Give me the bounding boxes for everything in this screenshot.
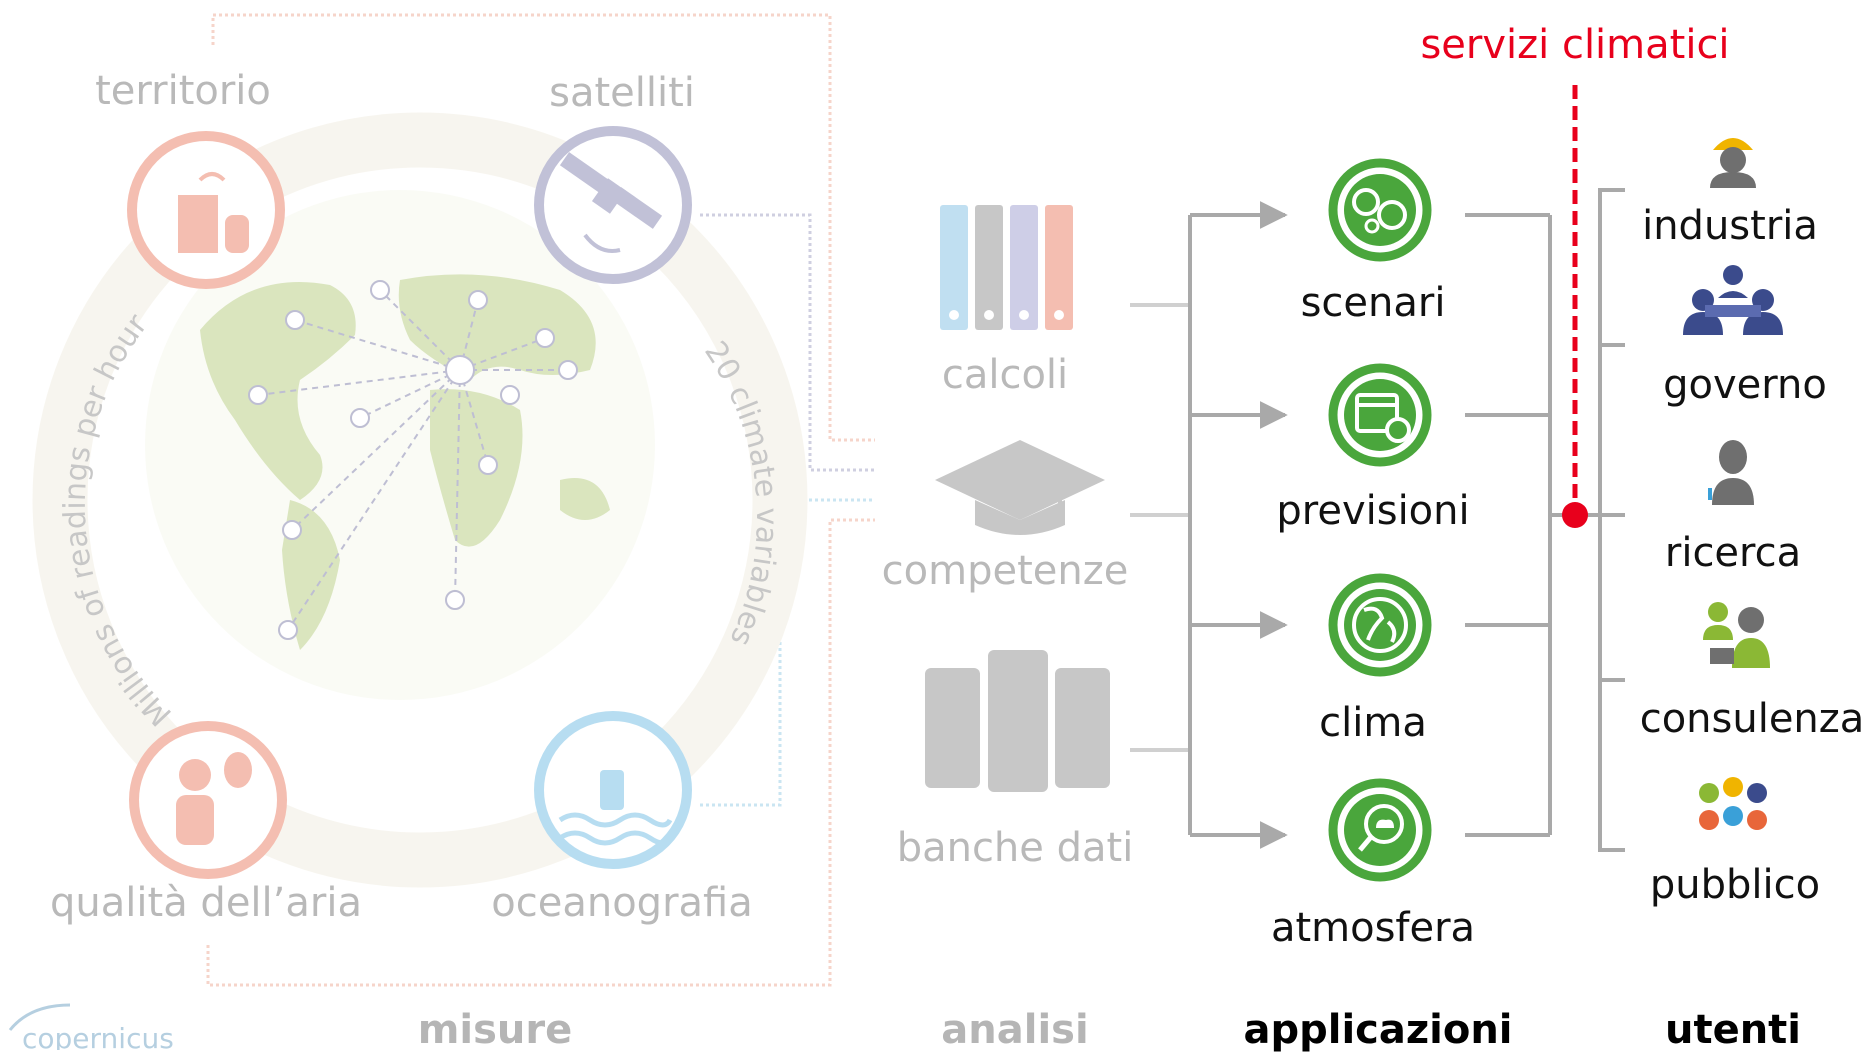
label-computations: calcoli — [941, 352, 1069, 398]
label-climate: clima — [1319, 700, 1427, 746]
forecast-calendar-icon — [1328, 363, 1432, 467]
measures-frame-sat — [700, 213, 875, 472]
oceanography-icon — [534, 711, 692, 869]
graduation-cap-icon — [935, 440, 1105, 535]
label-expertise: competenze — [881, 548, 1129, 594]
label-public: pubblico — [1649, 862, 1821, 908]
public-dots-icon — [1699, 777, 1767, 830]
industry-worker-icon — [1710, 138, 1756, 188]
atmosphere-magnifier-icon — [1328, 778, 1432, 882]
label-industry: industria — [1642, 203, 1818, 249]
copernicus-logo: copernicus — [8, 1003, 174, 1050]
analysis-icons — [925, 205, 1110, 792]
label-scenarios: scenari — [1300, 280, 1446, 326]
climate-services-title: servizi climatici — [1420, 22, 1730, 68]
consulting-people-icon — [1703, 602, 1770, 668]
column-header-applications: applicazioni — [1243, 1007, 1513, 1053]
measures-panel: Millions of readings per hour 20 climate… — [8, 13, 875, 1050]
label-air-quality: qualità dell’aria — [50, 880, 362, 926]
column-header-measures: misure — [417, 1007, 573, 1053]
column-header-analysis: analisi — [941, 1007, 1089, 1053]
label-government: governo — [1663, 362, 1827, 408]
server-icon — [925, 650, 1110, 792]
label-research: ricerca — [1664, 530, 1802, 576]
label-databases: banche dati — [896, 825, 1134, 871]
measures-frame-top — [211, 13, 875, 442]
climate-globe-icon — [1328, 573, 1432, 677]
satellite-icon — [534, 126, 692, 284]
label-oceanography: oceanografia — [491, 880, 753, 926]
measures-frame-bottom — [206, 518, 875, 987]
measures-frame-ocean — [700, 498, 875, 807]
svg-text:copernicus: copernicus — [22, 1022, 174, 1050]
air-quality-icon — [129, 721, 287, 879]
government-meeting-icon — [1683, 265, 1783, 335]
label-territory: territorio — [95, 68, 271, 114]
research-scientist-icon — [1708, 440, 1754, 505]
globe — [145, 190, 655, 700]
binders-icon — [940, 205, 1073, 330]
connectors — [1130, 188, 1625, 852]
scenarios-icon — [1328, 158, 1432, 262]
column-header-users: utenti — [1664, 1007, 1802, 1053]
climate-services-dot — [1562, 502, 1588, 528]
globe-ring — [32, 112, 808, 888]
label-forecasts: previsioni — [1276, 488, 1470, 534]
label-satellites: satelliti — [549, 70, 695, 116]
label-consulting: consulenza — [1639, 696, 1865, 742]
territory-icon — [127, 131, 285, 289]
label-atmosphere: atmosfera — [1270, 905, 1476, 951]
